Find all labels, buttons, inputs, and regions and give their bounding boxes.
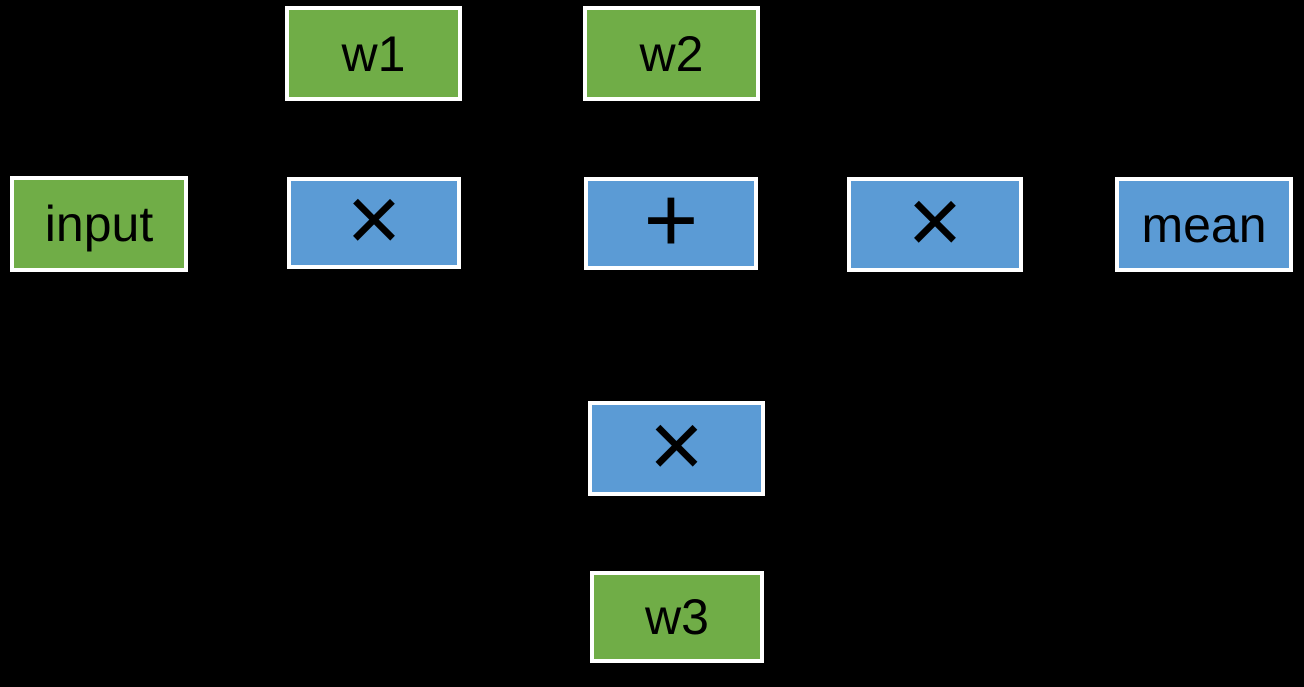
multiply-symbol: × — [346, 166, 402, 271]
node-mean: mean — [1115, 177, 1293, 272]
node-multiply-1: × — [287, 172, 461, 269]
node-w1: w1 — [285, 6, 462, 101]
node-label: input — [44, 196, 154, 252]
node-multiply-3: × — [588, 391, 765, 497]
node-label: w1 — [341, 25, 406, 82]
node-label: mean — [1141, 196, 1267, 253]
node-label: w3 — [645, 589, 709, 645]
multiply-symbol: × — [649, 391, 704, 497]
node-w2: w2 — [583, 6, 760, 101]
node-multiply-2: × — [847, 167, 1023, 273]
node-input: input — [10, 176, 188, 272]
node-add: + — [584, 172, 758, 270]
plus-symbol: + — [643, 166, 699, 272]
multiply-symbol: × — [907, 167, 963, 273]
node-w3: w3 — [590, 571, 764, 663]
node-label: w2 — [639, 25, 704, 82]
